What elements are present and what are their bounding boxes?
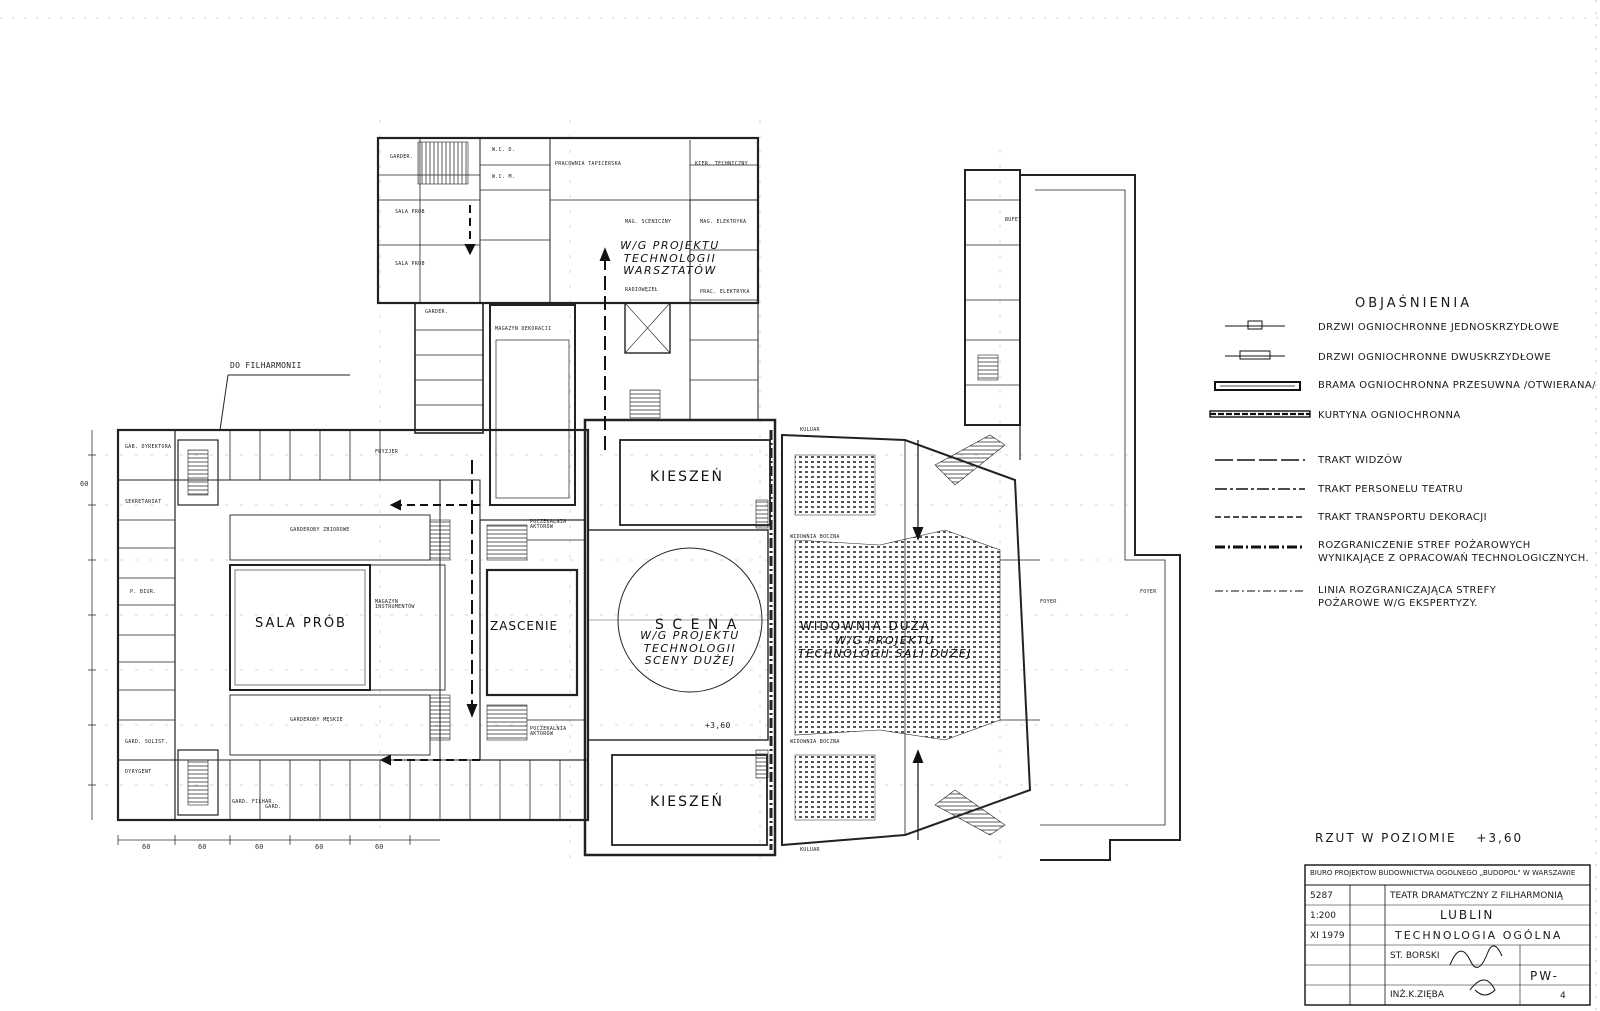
design-office: BIURO PROJEKTÓW BUDOWNICTWA OGÓLNEGO „BU…: [1310, 870, 1576, 877]
dimension-label: 60: [80, 480, 89, 488]
sekretariat-label: SEKRETARIAT: [125, 499, 162, 505]
side-dimension-line: [88, 430, 96, 820]
sala-prob-1-label: SALA PRÓB: [395, 209, 425, 215]
dyrygent-label: DYRYGENT: [125, 769, 152, 775]
kulury-bottom-label: KULUAR: [800, 847, 820, 853]
legend-item-fire-zone-boundary: ROZGRANICZENIE STREF POŻAROWYCH WYNIKAJĄ…: [1318, 540, 1590, 564]
legend-symbol-single-door: [1225, 320, 1285, 330]
gard-solist-label: GARD. SOLIST.: [125, 739, 169, 745]
scena-label: S C E N A: [655, 617, 739, 633]
legend-item-fire-curtain: KURTYNA OGNIOCHRONNA: [1318, 410, 1461, 421]
gab-dyrektora-label: GAB. DYREKTORA: [125, 444, 172, 450]
dimension-label: 60: [375, 843, 384, 851]
dimension-label: 60: [255, 843, 264, 851]
widownia-note: W/G PROJEKTU TECHNOLOGII SALI DUŻEJ: [797, 634, 973, 660]
signature-scribble: [1449, 945, 1503, 996]
poczekalnia-top-label: POCZEKALNIA AKTORÓW: [530, 519, 567, 530]
project-number: 5287: [1310, 891, 1333, 901]
mag-elektryka-label: MAG. ELEKTRYKA: [700, 219, 747, 225]
drawing-date: XI 1979: [1310, 931, 1345, 941]
do-filharmonii-leader: [219, 374, 350, 431]
garder-b-label: GARDER.: [425, 309, 449, 315]
fryzjer-label: FRYZJER: [375, 449, 399, 455]
widownia-duza-label: WIDOWNIA DUŻA: [800, 619, 931, 633]
wc-m-label: W.C. M.: [492, 174, 516, 180]
legend-symbol-sliding-gate: [1214, 381, 1301, 391]
legend-item-sliding-gate: BRAMA OGNIOCHRONNA PRZESUWNA /OTWIERANA/: [1318, 380, 1596, 391]
legend-item-fire-zone-line-expertise: LINIA ROZGRANICZAJĄCA STREFY POŻAROWE W/…: [1318, 585, 1497, 609]
project-name: TEATR DRAMATYCZNY Z FILHARMONIĄ: [1390, 891, 1563, 901]
pracownia-tapicerska-label: PRACOWNIA TAPICERSKA: [555, 161, 622, 167]
warsztaty-note: W/G PROJEKTU TECHNOLOGII WARSZTATÓW: [620, 239, 720, 278]
wc-d-label: W.C. D.: [492, 147, 516, 153]
gard-label: GARD.: [265, 804, 282, 810]
designer-name: ST. BORSKI: [1390, 951, 1440, 961]
legend-title: OBJAŚNIENIA: [1355, 296, 1473, 311]
checker-name: INŻ.K.ZIĘBA: [1390, 990, 1445, 1000]
legend-item-audience-route: TRAKT WIDZÓW: [1318, 455, 1403, 466]
project-discipline: TECHNOLOGIA OGÓLNA: [1395, 929, 1563, 942]
legend-item-single-door: DRZWI OGNIOCHRONNE JEDNOSKRZYDŁOWE: [1318, 322, 1560, 333]
right-wing: [964, 169, 1181, 861]
legend-symbol-fire-curtain: [1209, 410, 1311, 418]
level-mark-stage: +3,60: [705, 721, 731, 730]
rear-stage: [479, 519, 586, 761]
p-biur-label: P. BIUR.: [130, 589, 157, 595]
dimension-label: 60: [142, 843, 151, 851]
widownia-boczna-bottom-label: WIDOWNIA BOCZNA: [790, 739, 840, 745]
circulation-arrows: [379, 205, 924, 840]
scena-note: W/G PROJEKTU TECHNOLOGII SCENY DUŻEJ: [640, 629, 740, 668]
sala-prob-label: SALA PRÓB: [255, 616, 347, 631]
magazyn-dekoracji-label: MAGAZYN DEKORACJI: [495, 326, 552, 332]
zascenie-label: ZASCENIE: [490, 619, 559, 633]
drawing-scale: 1:200: [1310, 911, 1336, 921]
bufet-label: BUFET: [1005, 217, 1022, 223]
plan-level: +3,60: [1476, 831, 1524, 845]
sheet-code: PW-: [1530, 969, 1559, 983]
legend-symbols: [1209, 320, 1311, 592]
magazyn-instrumentow-label: MAGAZYN INSTRUMENTÓW: [375, 599, 415, 610]
do-filharmonii-label: DO FILHARMONII: [230, 361, 302, 370]
sheet-number: 4: [1560, 991, 1566, 1001]
garderoby-meskie-label: GARDEROBY MĘSKIE: [290, 717, 343, 723]
plan-title: RZUT W POZIOMIE +3,60: [1315, 832, 1523, 844]
title-block-frame: [1304, 864, 1591, 1006]
legend-item-scenery-route: TRAKT TRANSPORTU DEKORACJI: [1318, 512, 1487, 523]
gard-filhar-label: GARD. FILHAR.: [232, 799, 276, 805]
garder-a-label: GARDER.: [390, 154, 414, 160]
widownia-boczna-top-label: WIDOWNIA BOCZNA: [790, 534, 840, 540]
structural-grid: [90, 120, 1140, 860]
legend-item-double-door: DRZWI OGNIOCHRONNE DWUSKRZYDŁOWE: [1318, 352, 1552, 363]
legend-item-staff-route: TRAKT PERSONELU TEATRU: [1318, 484, 1464, 495]
plan-title-text: RZUT W POZIOMIE: [1315, 831, 1457, 845]
kieszen-bottom-label: KIESZEŃ: [650, 794, 724, 810]
kulury-top-label: KULUAR: [800, 427, 820, 433]
dimension-label: 60: [315, 843, 324, 851]
radiowezel-label: RADIOWĘZEŁ: [625, 287, 659, 293]
kieszen-top-label: KIESZEŃ: [650, 469, 724, 485]
kier-techniczny-label: KIER. TECHNICZNY: [695, 161, 748, 167]
dimension-line: [117, 835, 440, 845]
workshop-wing: [376, 136, 760, 506]
dimension-label: 60: [198, 843, 207, 851]
project-city: LUBLIN: [1440, 908, 1495, 922]
auditorium: [781, 433, 1040, 847]
poczekalnia-bottom-label: POCZEKALNIA AKTORÓW: [530, 726, 567, 737]
foyer-label: FOYER: [1040, 599, 1057, 605]
sala-prob-2-label: SALA PRÓB: [395, 261, 425, 267]
foyer-2-label: FOYER: [1140, 589, 1157, 595]
legend-symbol-double-door: [1225, 350, 1285, 360]
prac-elektryk-label: PRAC. ELEKTRYKA: [700, 289, 750, 295]
mag-sceniczny-label: MAG. SCENICZNY: [625, 219, 672, 225]
garderoby-zbiorowe-label: GARDEROBY ZBIOROWE: [290, 527, 350, 533]
